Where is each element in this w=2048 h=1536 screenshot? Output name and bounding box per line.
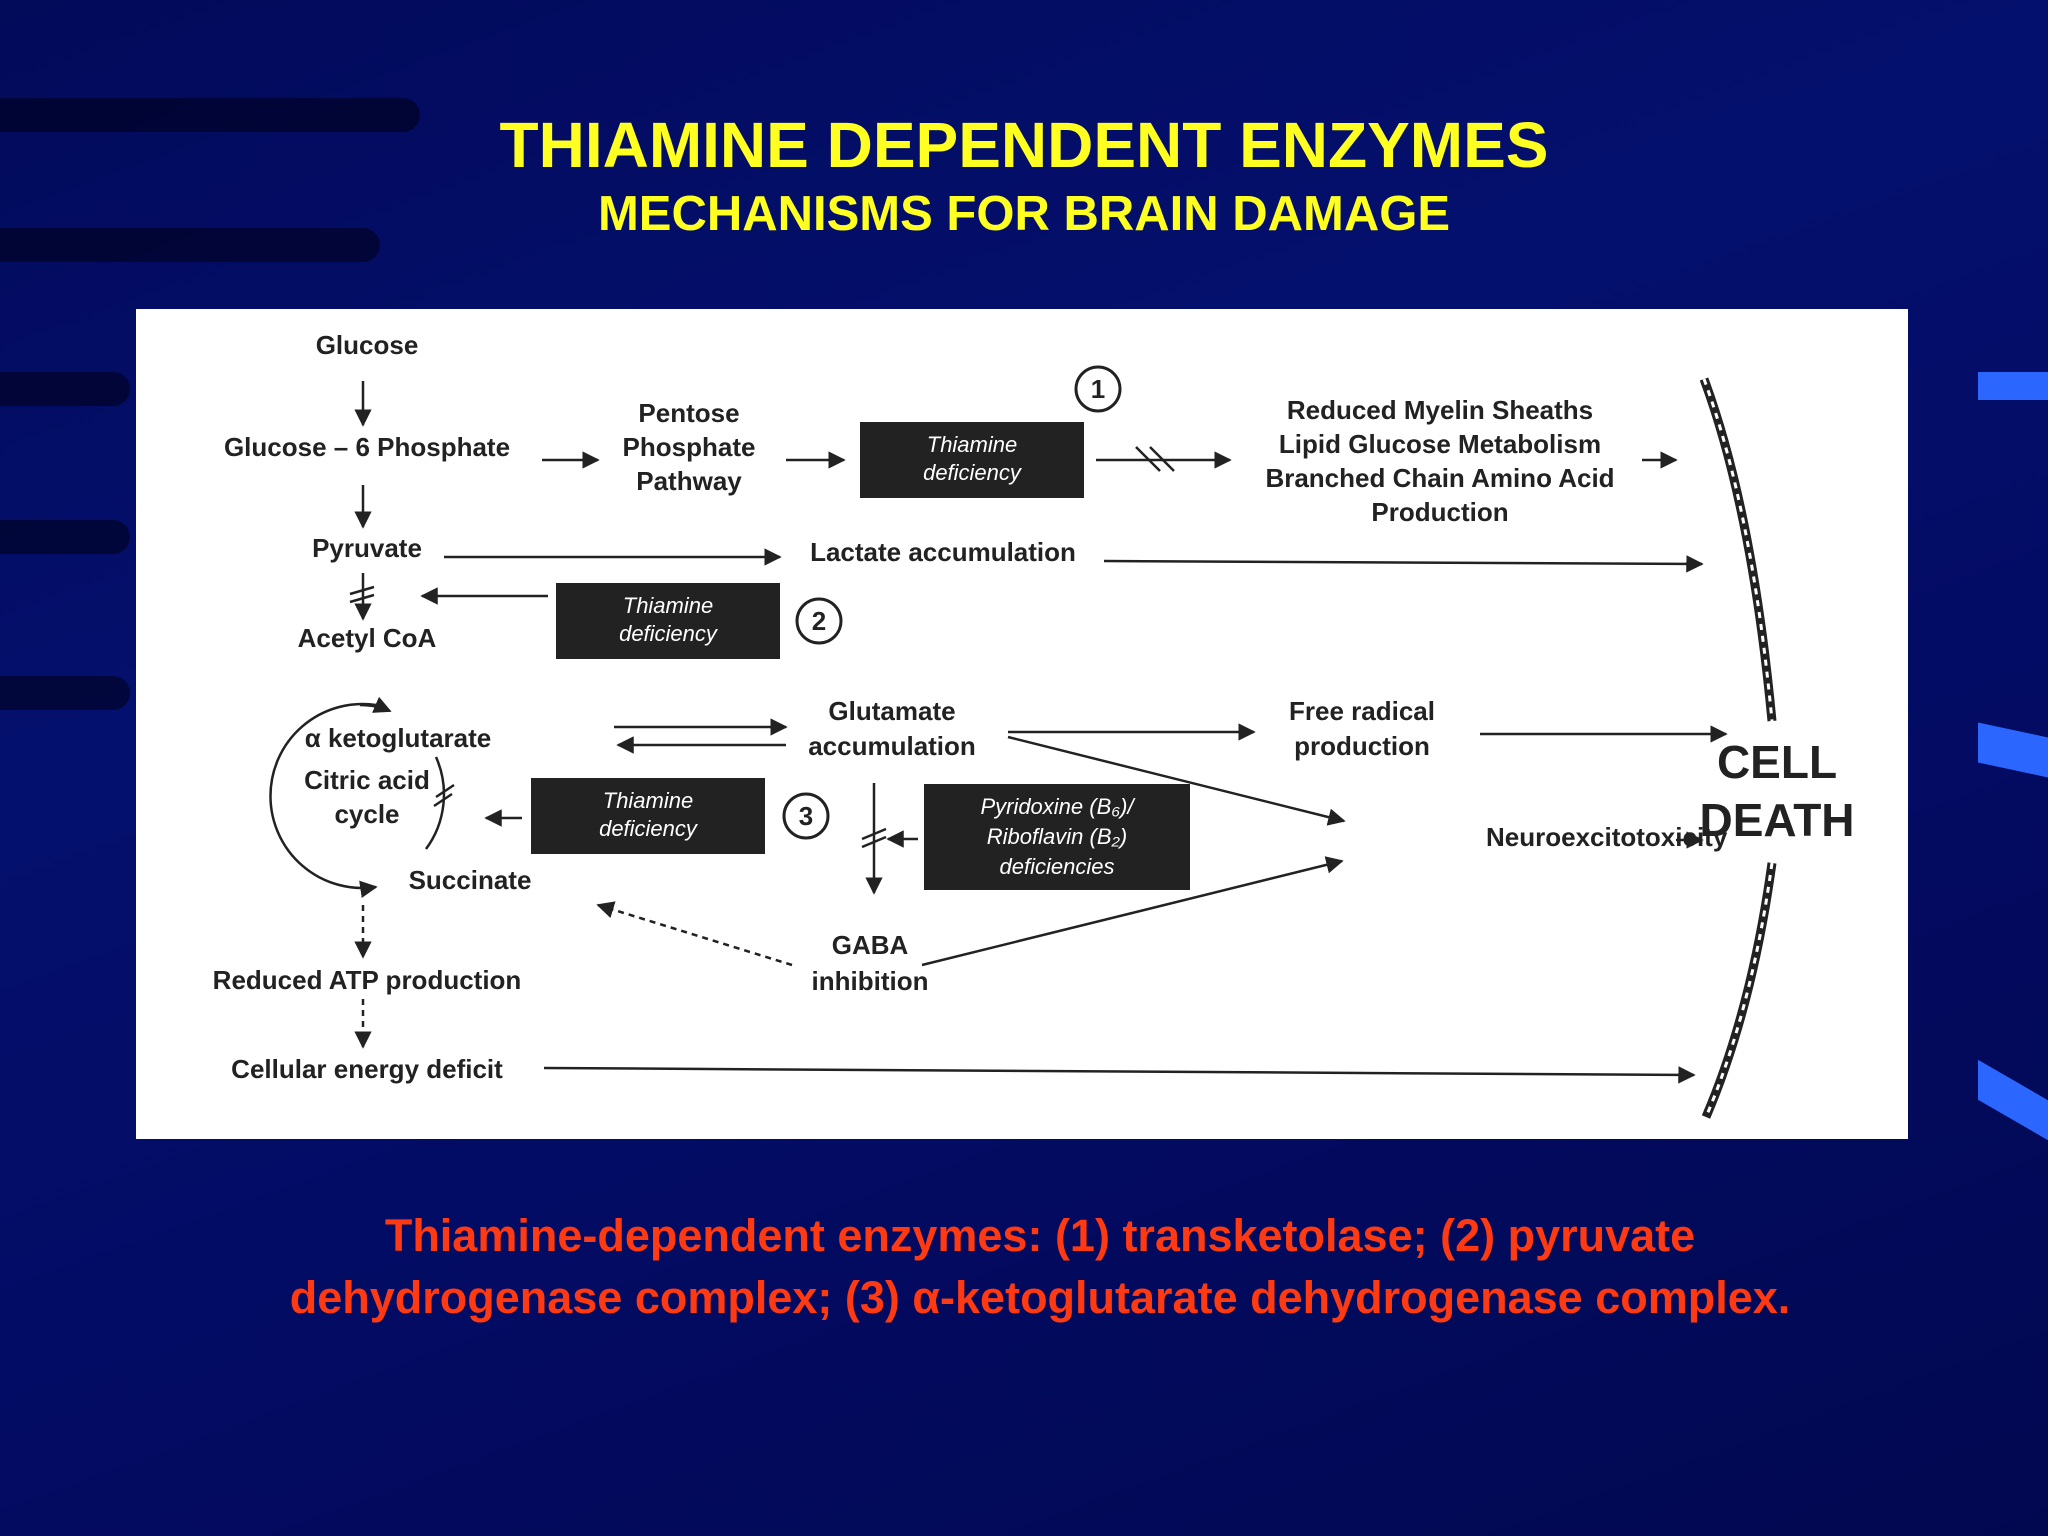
citric-cycle-right — [424, 756, 446, 850]
node-pathway: Pathway — [636, 466, 742, 496]
box-3-line-1: Thiamine — [603, 788, 693, 813]
edge-accent — [1978, 1059, 2048, 1141]
slide-caption: Thiamine-dependent enzymes: (1) transket… — [289, 1210, 1791, 1323]
node-pentose: Pentose — [638, 398, 739, 428]
node-acetyl-coa: Acetyl CoA — [298, 623, 437, 653]
node-neuroexcitotoxicity: Neuroexcitotoxicity — [1486, 822, 1728, 852]
box-2-line-1: Thiamine — [623, 593, 713, 618]
node-citric-cycle: cycle — [334, 799, 399, 829]
node-succinate: Succinate — [409, 865, 532, 895]
node-gaba-inhibition: inhibition — [812, 966, 929, 996]
marker-1: 1 — [1091, 374, 1105, 404]
block-mark-td1 — [1135, 446, 1161, 472]
riboflavin-line: Riboflavin (B₂) — [987, 824, 1127, 849]
edge-accent — [1978, 372, 2048, 400]
node-glutamate-accumulation: accumulation — [808, 731, 976, 761]
membrane-lower — [1701, 862, 1777, 1119]
membrane-upper — [1699, 377, 1777, 722]
node-branched-chain: Branched Chain Amino Acid — [1265, 463, 1614, 493]
node-free-radical-production: production — [1294, 731, 1430, 761]
background-streak — [0, 228, 380, 262]
node-lactate: Lactate accumulation — [810, 537, 1076, 567]
slide-subtitle: MECHANISMS FOR BRAIN DAMAGE — [597, 187, 1451, 241]
slide-title: THIAMINE DEPENDENT ENZYMES — [499, 109, 1549, 181]
arrow-glutamate-to-neuroexcito — [1007, 735, 1346, 826]
citric-cycle-arc — [269, 702, 378, 898]
thiamine-deficiency-box-3 — [531, 778, 765, 854]
box-2-line-2: deficiency — [619, 621, 719, 646]
node-energy-deficit: Cellular energy deficit — [231, 1054, 503, 1084]
node-gaba: GABA — [832, 930, 909, 960]
edge-accent — [1978, 722, 2048, 778]
node-pyruvate: Pyruvate — [312, 533, 422, 563]
marker-3-circle — [782, 792, 830, 840]
pyridoxine-riboflavin-box — [924, 784, 1190, 890]
diagram-panel: Glucose Glucose – 6 Phosphate Pyruvate A… — [136, 309, 1908, 1139]
node-cell: CELL — [1717, 736, 1837, 788]
pyridoxine-line: Pyridoxine (B₆)/ — [980, 794, 1135, 819]
node-glucose: Glucose — [316, 330, 419, 360]
marker-2: 2 — [812, 606, 826, 636]
arrow-deficit-to-death — [543, 1066, 1696, 1084]
node-glucose-6-phosphate: Glucose – 6 Phosphate — [224, 432, 510, 462]
background-streak — [0, 372, 130, 406]
membrane-upper-hatch — [1702, 378, 1774, 722]
block-mark-glutamate-2 — [861, 835, 887, 849]
node-lipid-glucose: Lipid Glucose Metabolism — [1279, 429, 1601, 459]
block-mark-pyruvate-2 — [349, 593, 375, 604]
node-alpha-ketoglutarate: α ketoglutarate — [305, 723, 491, 753]
background-streak — [0, 98, 420, 132]
arrow-lactate-to-death — [1103, 555, 1704, 573]
node-death: DEATH — [1699, 794, 1854, 846]
box-1-line-1: Thiamine — [927, 432, 1017, 457]
arrow-gaba-to-neuroexcito — [921, 856, 1344, 967]
thiamine-deficiency-box-1 — [860, 422, 1084, 498]
citric-cycle-top — [359, 696, 392, 713]
background-streak — [0, 676, 130, 710]
node-production: Production — [1371, 497, 1508, 527]
node-citric-acid: Citric acid — [304, 765, 430, 795]
node-phosphate: Phosphate — [623, 432, 756, 462]
node-free-radical: Free radical — [1289, 696, 1435, 726]
arrow-gaba-to-succinate — [596, 901, 793, 967]
pathway-diagram: Glucose Glucose – 6 Phosphate Pyruvate A… — [213, 330, 1855, 1119]
node-reduced-atp: Reduced ATP production — [213, 965, 522, 995]
node-glutamate: Glutamate — [828, 696, 955, 726]
membrane-lower-hatch — [1704, 862, 1774, 1118]
background-streak — [0, 520, 130, 554]
box-3-line-2: deficiency — [599, 816, 699, 841]
box-1-line-2: deficiency — [923, 460, 1023, 485]
marker-3: 3 — [799, 801, 813, 831]
block-mark-citric — [435, 783, 455, 799]
node-reduced-myelin: Reduced Myelin Sheaths — [1287, 395, 1593, 425]
thiamine-deficiency-box-2 — [556, 583, 780, 659]
block-mark-pyruvate — [349, 585, 375, 596]
block-mark-glutamate — [861, 827, 887, 841]
block-mark-citric-2 — [433, 792, 453, 808]
marker-2-circle — [795, 597, 843, 645]
marker-1-circle — [1074, 365, 1122, 413]
block-mark-td1-2 — [1149, 446, 1175, 472]
deficiencies-line: deficiencies — [1000, 854, 1115, 879]
